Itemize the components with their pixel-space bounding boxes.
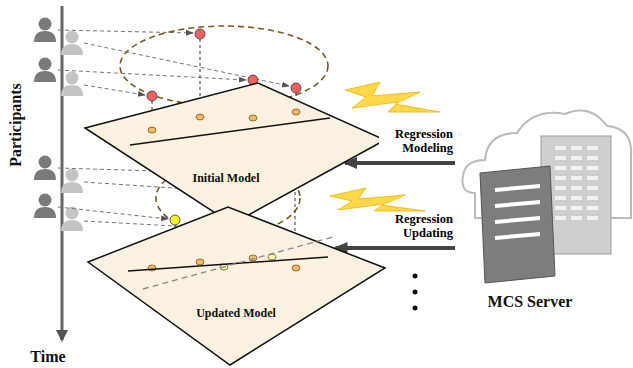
server-icon: MCS Server [455, 98, 633, 313]
model-plane: Initial Model [85, 83, 385, 224]
regression-arrow [336, 246, 455, 250]
axis-label-time: Time [30, 348, 65, 366]
model-label: Initial Model [190, 171, 261, 185]
regression-arrow [345, 161, 455, 165]
model-plane: Updated Model [88, 207, 385, 365]
node-shape [85, 83, 385, 224]
server-label: MCS Server [488, 293, 573, 311]
edge-label: Regression Updating [379, 212, 453, 240]
node-shape [88, 207, 385, 365]
node-shape [455, 98, 633, 313]
axis-label-participants: Participants [7, 83, 25, 167]
edge-label: Regression Modeling [379, 127, 453, 155]
model-label: Updated Model [194, 306, 278, 320]
